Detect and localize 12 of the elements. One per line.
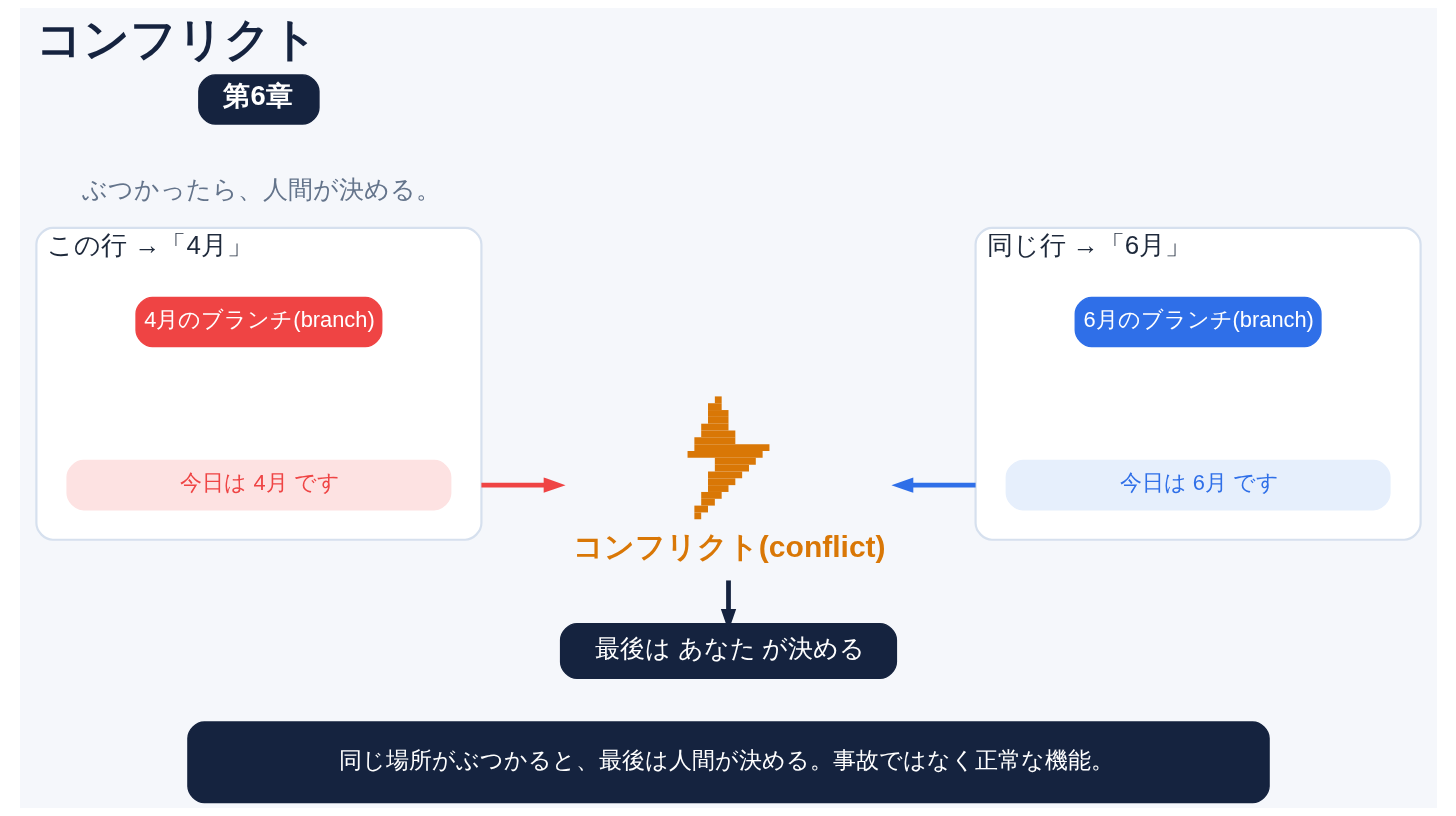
node-box: 今日は 6月 です [1005,459,1391,511]
node-box: 6月のブランチ(branch) [1074,296,1322,348]
arrow [480,477,566,493]
node-label: コンフリクト(conflict) [572,529,886,563]
diagram-title: コンフリクト [35,12,318,65]
node-box: 最後は あなた が決める [559,623,897,679]
label: ぶつかったら、人間が決める。 [81,176,441,204]
arrow [890,477,976,493]
node-box: 第6章 [197,74,320,125]
node-box: 今日は 4月 です [65,459,451,511]
node-box: 同じ場所がぶつかると、最後は人間が決める。事故ではなく正常な機能。 [186,721,1270,804]
node-box: 4月のブランチ(branch) [134,296,382,348]
